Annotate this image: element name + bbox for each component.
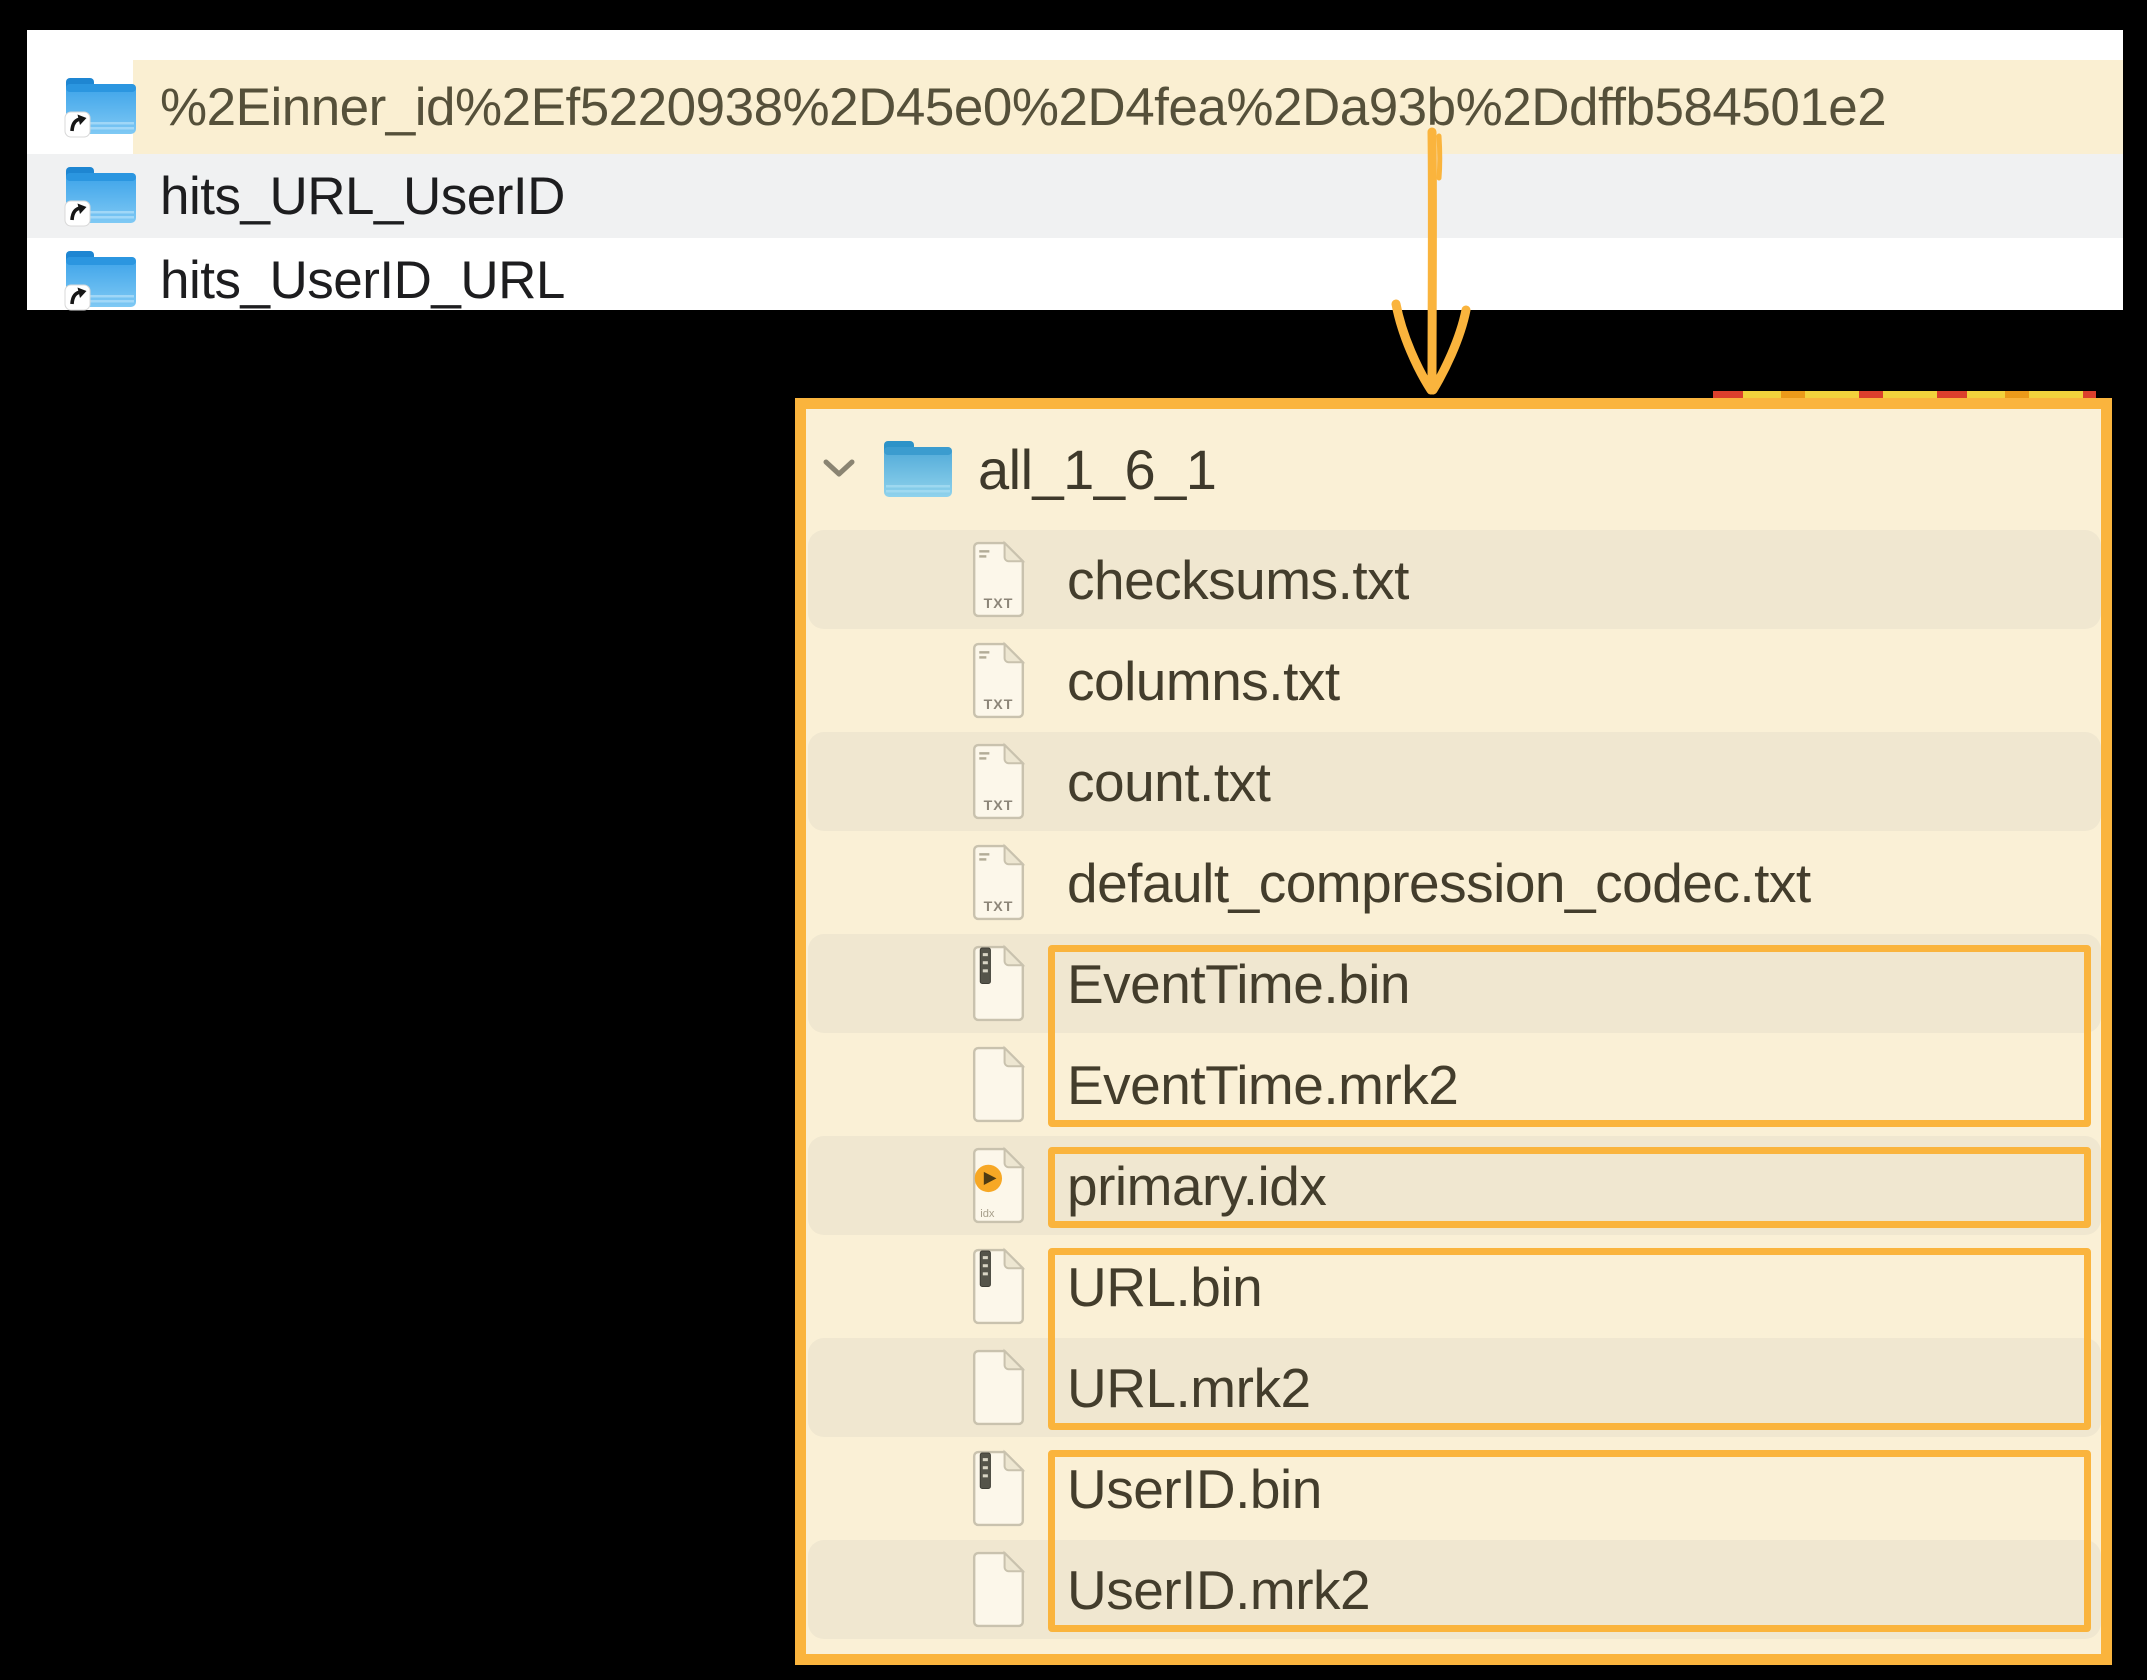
tree-row-URL.bin[interactable]: URL.bin [806,1236,2101,1337]
file-name-label: EventTime.mrk2 [1067,1053,1459,1116]
bin-file-icon [972,1247,1026,1325]
tree-row-EventTime.mrk2[interactable]: EventTime.mrk2 [806,1034,2101,1135]
screenshot-seam-artifact [1713,391,2096,399]
finder-directory-row-3[interactable]: hits_UserID_URL [27,238,2123,322]
file-name-label: primary.idx [1067,1154,1327,1217]
finder-table-directory-panel: %2Einner_id%2Ef5220938%2D45e0%2D4fea%2Da… [27,30,2123,311]
txt-badge: TXT [984,697,1014,713]
folder-alias-icon [64,164,138,228]
tree-row-columns.txt[interactable]: TXT columns.txt [806,630,2101,731]
file-name-label: default_compression_codec.txt [1067,851,1811,914]
plain-file-icon [972,1550,1026,1628]
tree-row-default_compression_codec.txt[interactable]: TXT default_compression_codec.txt [806,832,2101,933]
bin-file-icon [972,1449,1026,1527]
plain-file-icon [972,1348,1026,1426]
file-name-label: count.txt [1067,750,1271,813]
file-name-label: UserID.mrk2 [1067,1558,1371,1621]
text-scribble-marks [979,550,990,558]
file-name-label: URL.bin [1067,1255,1263,1318]
file-name-label: columns.txt [1067,649,1340,712]
txt-file-icon: TXT [972,742,1026,820]
tree-row-UserID.mrk2[interactable]: UserID.mrk2 [806,1539,2101,1640]
binary-strip [979,1452,991,1490]
row-highlight-band [133,60,2123,154]
text-scribble-marks [979,853,990,861]
file-name-label: UserID.bin [1067,1457,1322,1520]
directory-name-label: %2Einner_id%2Ef5220938%2D45e0%2D4fea%2Da… [160,77,1887,137]
tree-row-UserID.bin[interactable]: UserID.bin [806,1438,2101,1539]
text-scribble-marks [979,651,990,659]
folder-alias-icon [64,75,138,139]
tree-row-count.txt[interactable]: TXT count.txt [806,731,2101,832]
tree-row-root-folder[interactable]: all_1_6_1 [806,409,2101,529]
folder-alias-icon [64,248,138,312]
folder-icon [884,441,952,497]
finder-directory-row-1[interactable]: %2Einner_id%2Ef5220938%2D45e0%2D4fea%2Da… [27,60,2123,154]
file-name-label: checksums.txt [1067,548,1409,611]
plain-file-icon [972,1045,1026,1123]
tree-row-primary.idx[interactable]: idx primary.idx [806,1135,2101,1236]
txt-file-icon: TXT [972,540,1026,618]
text-scribble-marks [979,752,990,760]
tree-row-checksums.txt[interactable]: TXT checksums.txt [806,529,2101,630]
tree-row-URL.mrk2[interactable]: URL.mrk2 [806,1337,2101,1438]
file-name-label: URL.mrk2 [1067,1356,1311,1419]
svg-text:TXT: TXT [984,596,1014,612]
file-name-label: EventTime.bin [1067,952,1411,1015]
down-arrow-annotation-icon [1391,127,1471,395]
part-directory-tree-panel: all_1_6_1 TXT [795,398,2112,1665]
binary-strip [979,1250,991,1288]
svg-text:idx: idx [980,1208,995,1220]
bin-file-icon [972,944,1026,1022]
root-folder-label: all_1_6_1 [978,437,1217,501]
idx-file-icon: idx [972,1146,1026,1224]
svg-text:TXT: TXT [984,798,1014,814]
alias-arrow-badge [64,200,91,227]
txt-badge: TXT [984,899,1014,915]
tree-row-EventTime.bin[interactable]: EventTime.bin [806,933,2101,1034]
chevron-down-icon[interactable] [822,458,856,480]
alias-arrow-badge [64,111,91,138]
index-badge: idx [974,1164,1003,1220]
txt-file-icon: TXT [972,641,1026,719]
svg-text:TXT: TXT [984,899,1014,915]
txt-badge: TXT [984,596,1014,612]
directory-name-label: hits_URL_UserID [160,166,565,226]
svg-text:TXT: TXT [984,697,1014,713]
directory-name-label: hits_UserID_URL [160,250,565,310]
txt-badge: TXT [984,798,1014,814]
alias-arrow-badge [64,284,91,311]
finder-directory-row-2[interactable]: hits_URL_UserID [27,154,2123,238]
txt-file-icon: TXT [972,843,1026,921]
binary-strip [979,947,991,985]
